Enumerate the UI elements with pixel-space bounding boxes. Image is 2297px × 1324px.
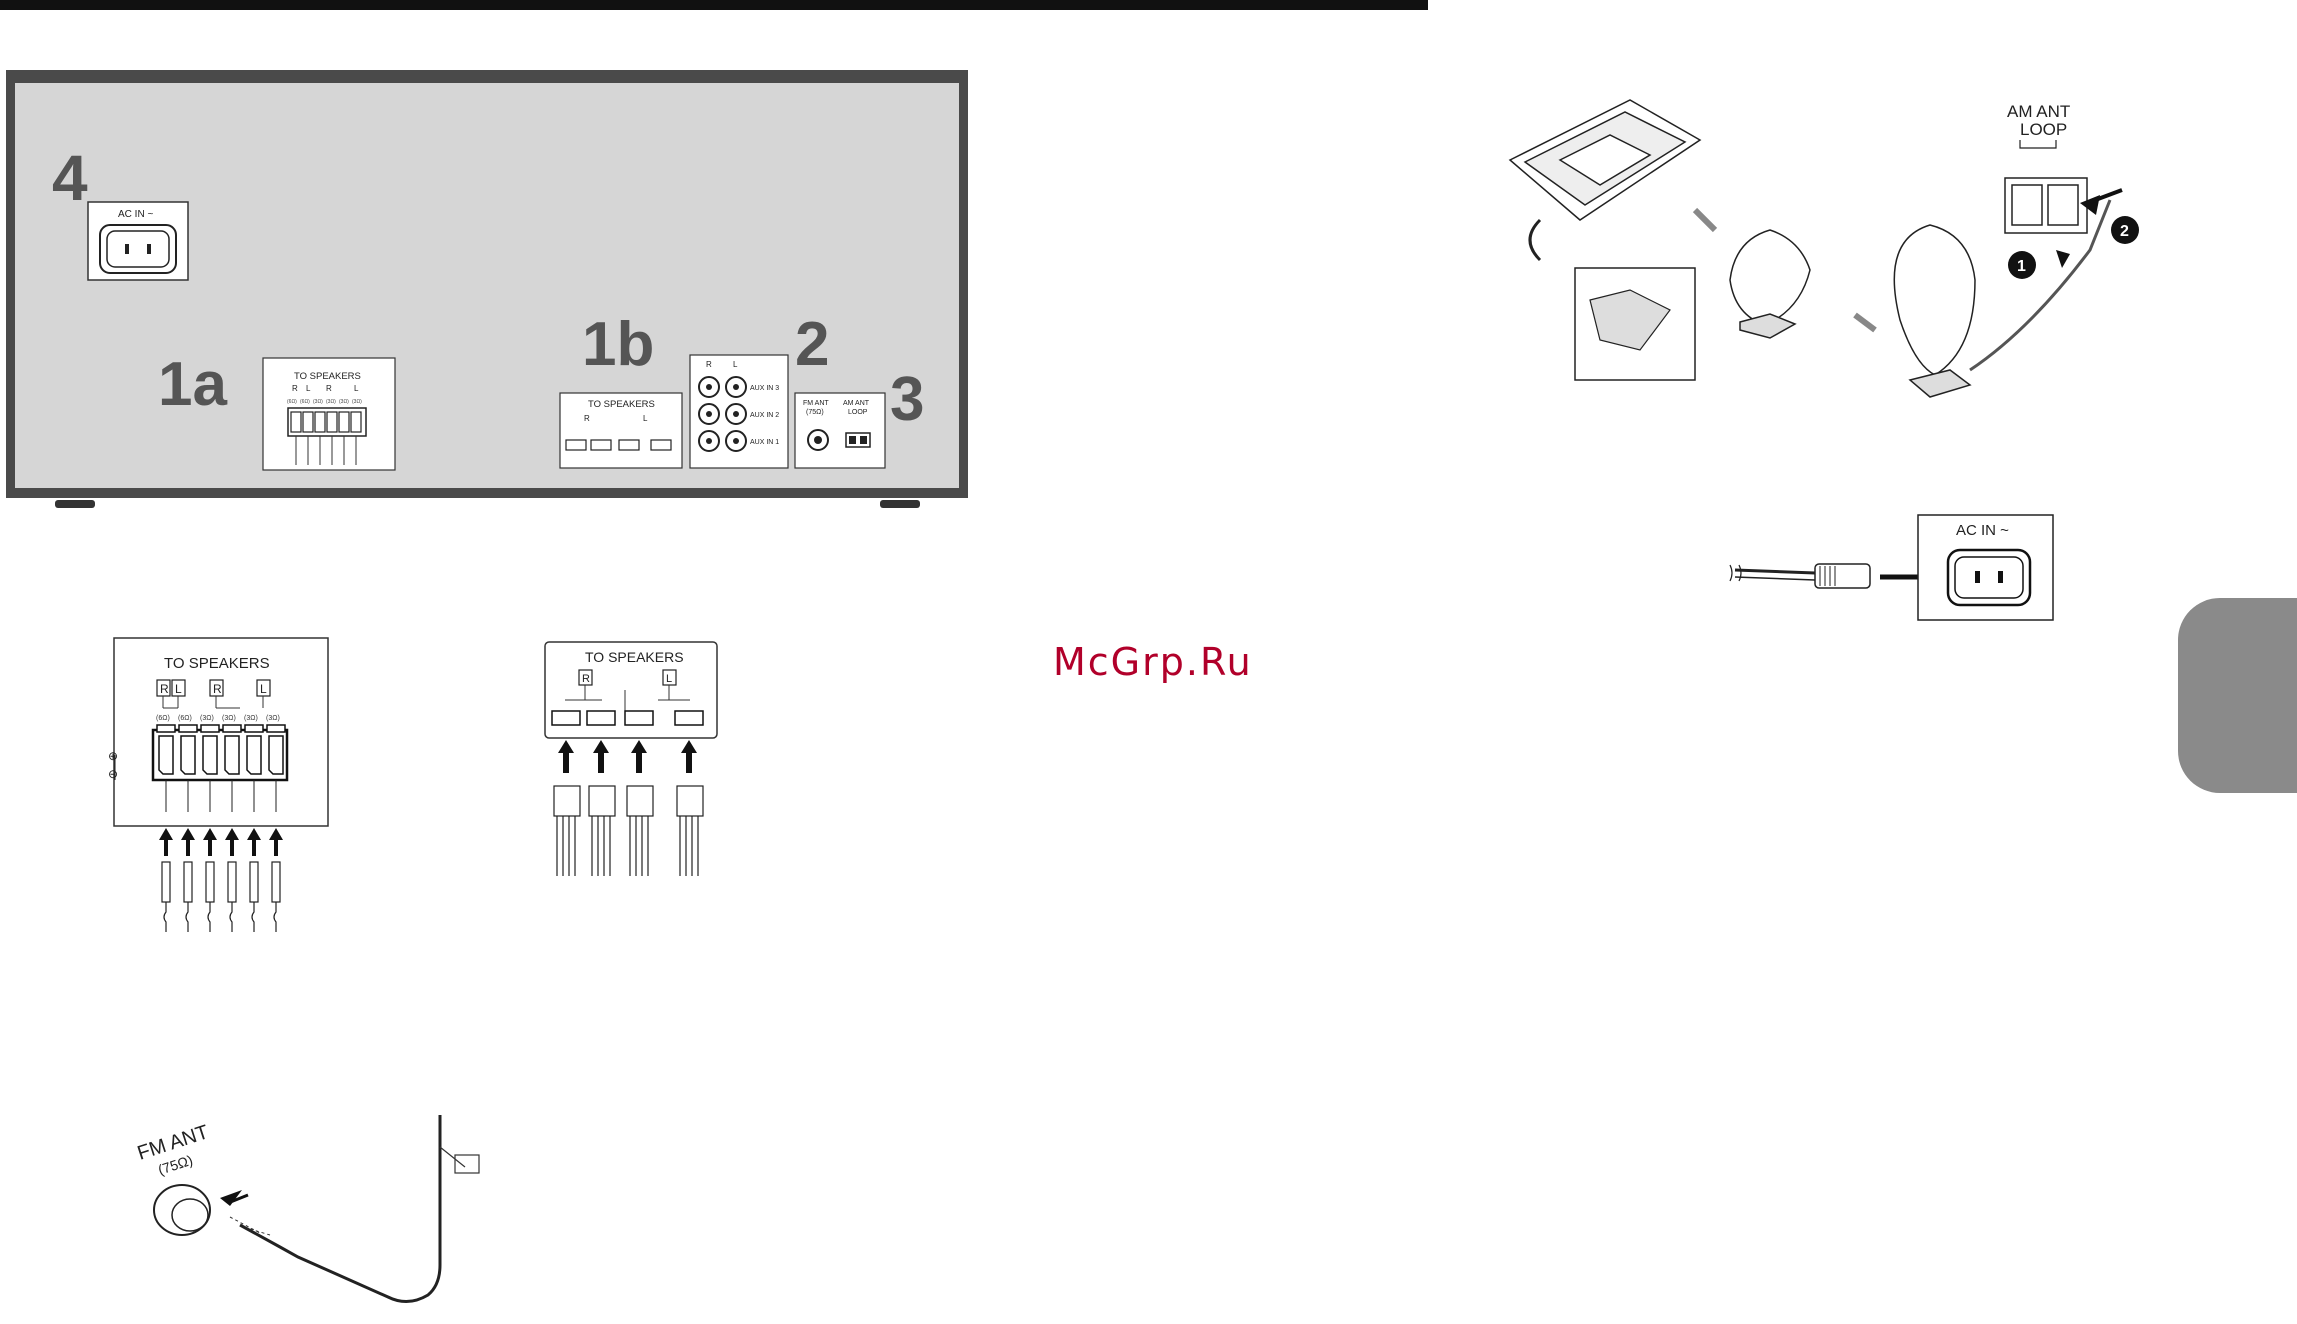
detail-1a-ch-0: R — [160, 682, 169, 696]
panel-1a-ch-2: R — [326, 384, 332, 393]
panel-fm-ant-label: FM ANT — [803, 400, 829, 407]
detail-1a-minus-icon: ⊖ — [108, 767, 118, 781]
detail-1a-imp-4: (3Ω) — [244, 715, 258, 722]
ac-in-label: AC IN ~ — [1956, 522, 2009, 539]
detail-1a-imp-2: (3Ω) — [200, 715, 214, 722]
panel-1b-to-speakers: TO SPEAKERS — [588, 399, 655, 410]
panel-am-ant-label: AM ANT — [843, 400, 870, 407]
detail-1b-to-speakers: TO SPEAKERS — [585, 649, 684, 665]
panel-1b-ch-l: L — [643, 414, 648, 423]
detail-1a-imp-0: (6Ω) — [156, 715, 170, 722]
detail-1a-ch-3: L — [260, 682, 267, 696]
panel-speaker-connectors-1b: TO SPEAKERS R L — [560, 393, 682, 468]
detail-1b-speaker-wiring: TO SPEAKERS R L — [535, 630, 730, 890]
panel-1a-ch-0: R — [292, 384, 298, 393]
top-rule — [0, 0, 1428, 10]
detail-1a-plus-icon: ⊕ — [108, 749, 118, 763]
panel-1a-imp-1: (6Ω) — [300, 399, 310, 405]
panel-foot-left — [55, 500, 95, 508]
panel-1a-imp-4: (3Ω) — [339, 399, 349, 405]
am-loop-assembled — [1894, 225, 1975, 397]
panel-ac-in-label: AC IN ~ — [118, 209, 153, 220]
panel-1b-ch-r: R — [584, 414, 590, 423]
panel-aux-in-3: AUX IN 3 — [750, 385, 779, 392]
fm-tape — [455, 1155, 479, 1173]
am-step-1-text: 1 — [2017, 258, 2026, 275]
step-4-number: 4 — [52, 142, 88, 214]
step-1b-number: 1b — [582, 310, 654, 379]
fm-antenna-cable — [240, 1115, 440, 1302]
detail-1a-ch-2: R — [213, 682, 222, 696]
panel-1a-imp-3: (3Ω) — [326, 399, 336, 405]
side-tab — [2178, 598, 2297, 793]
ac-cord-detail: AC IN ~ — [1725, 510, 2065, 630]
detail-1b-ch-r: R — [582, 673, 590, 685]
panel-aux-ch-l: L — [733, 360, 738, 369]
panel-1a-imp-2: (3Ω) — [313, 399, 323, 405]
panel-speaker-terminals-1a: TO SPEAKERS R L R L (6Ω) (6Ω) (3Ω) (3Ω) … — [263, 358, 395, 470]
watermark-text: McGrp.Ru — [1053, 640, 1313, 684]
detail-1a-speaker-wiring: TO SPEAKERS R L R L (6Ω) (6Ω) (3Ω) (3Ω) … — [100, 630, 340, 940]
ac-cord-wire — [1735, 570, 1815, 573]
detail-1a-to-speakers: TO SPEAKERS — [164, 655, 270, 672]
panel-antenna-terminals: FM ANT (75Ω) AM ANT LOOP — [795, 393, 885, 468]
panel-fm-ant-ohm: (75Ω) — [806, 409, 824, 416]
panel-aux-ch-r: R — [706, 360, 712, 369]
detail-1a-ch-1: L — [175, 682, 182, 696]
fm-antenna-detail: FM ANT (75Ω) — [130, 1105, 530, 1320]
am-step-arrow-1 — [1695, 210, 1715, 230]
panel-1a-to-speakers: TO SPEAKERS — [294, 371, 361, 382]
rear-panel-illustration: 4 1a 1b 2 3 AC IN ~ TO SPEAKERS R L R L … — [0, 60, 980, 520]
detail-1a-imp-1: (6Ω) — [178, 715, 192, 722]
panel-foot-right — [880, 500, 920, 508]
am-loop-antenna-detail: AM ANT LOOP 1 2 — [1500, 90, 2160, 410]
am-unfold-arrow — [1530, 220, 1540, 260]
am-ant-loop-label: LOOP — [2020, 120, 2067, 139]
step-2-number: 2 — [795, 310, 829, 379]
detail-1a-imp-5: (3Ω) — [266, 715, 280, 722]
panel-1a-imp-5: (3Ω) — [352, 399, 362, 405]
detail-1b-arrows — [558, 740, 697, 773]
am-step-arrow-2 — [1855, 315, 1875, 330]
panel-1a-imp-0: (6Ω) — [287, 399, 297, 405]
panel-1a-ch-1: L — [306, 384, 311, 393]
panel-am-ant-loop: LOOP — [848, 409, 868, 416]
detail-1b-plugs — [554, 786, 703, 876]
step-1a-number: 1a — [158, 350, 227, 419]
step-3-number: 3 — [890, 365, 924, 434]
detail-1b-sockets — [552, 711, 703, 725]
am-loop-standing-small — [1730, 230, 1810, 338]
panel-1a-ch-3: L — [354, 384, 359, 393]
panel-aux-in-2: AUX IN 2 — [750, 412, 779, 419]
detail-1a-arrows — [159, 828, 283, 856]
detail-1b-ch-l: L — [666, 673, 672, 685]
panel-aux-in-1: AUX IN 1 — [750, 439, 779, 446]
detail-1a-speaker-wires — [162, 862, 280, 932]
panel-aux-inputs: R L AUX IN 3 AUX IN 2 AUX IN 1 — [690, 355, 788, 468]
am-ant-label: AM ANT — [2007, 102, 2070, 121]
am-loop-folded — [1510, 100, 1700, 220]
panel-ac-inlet: AC IN ~ — [88, 202, 188, 280]
ac-plug — [1815, 564, 1870, 588]
am-step-2-text: 2 — [2120, 223, 2129, 240]
detail-1a-imp-3: (3Ω) — [222, 715, 236, 722]
